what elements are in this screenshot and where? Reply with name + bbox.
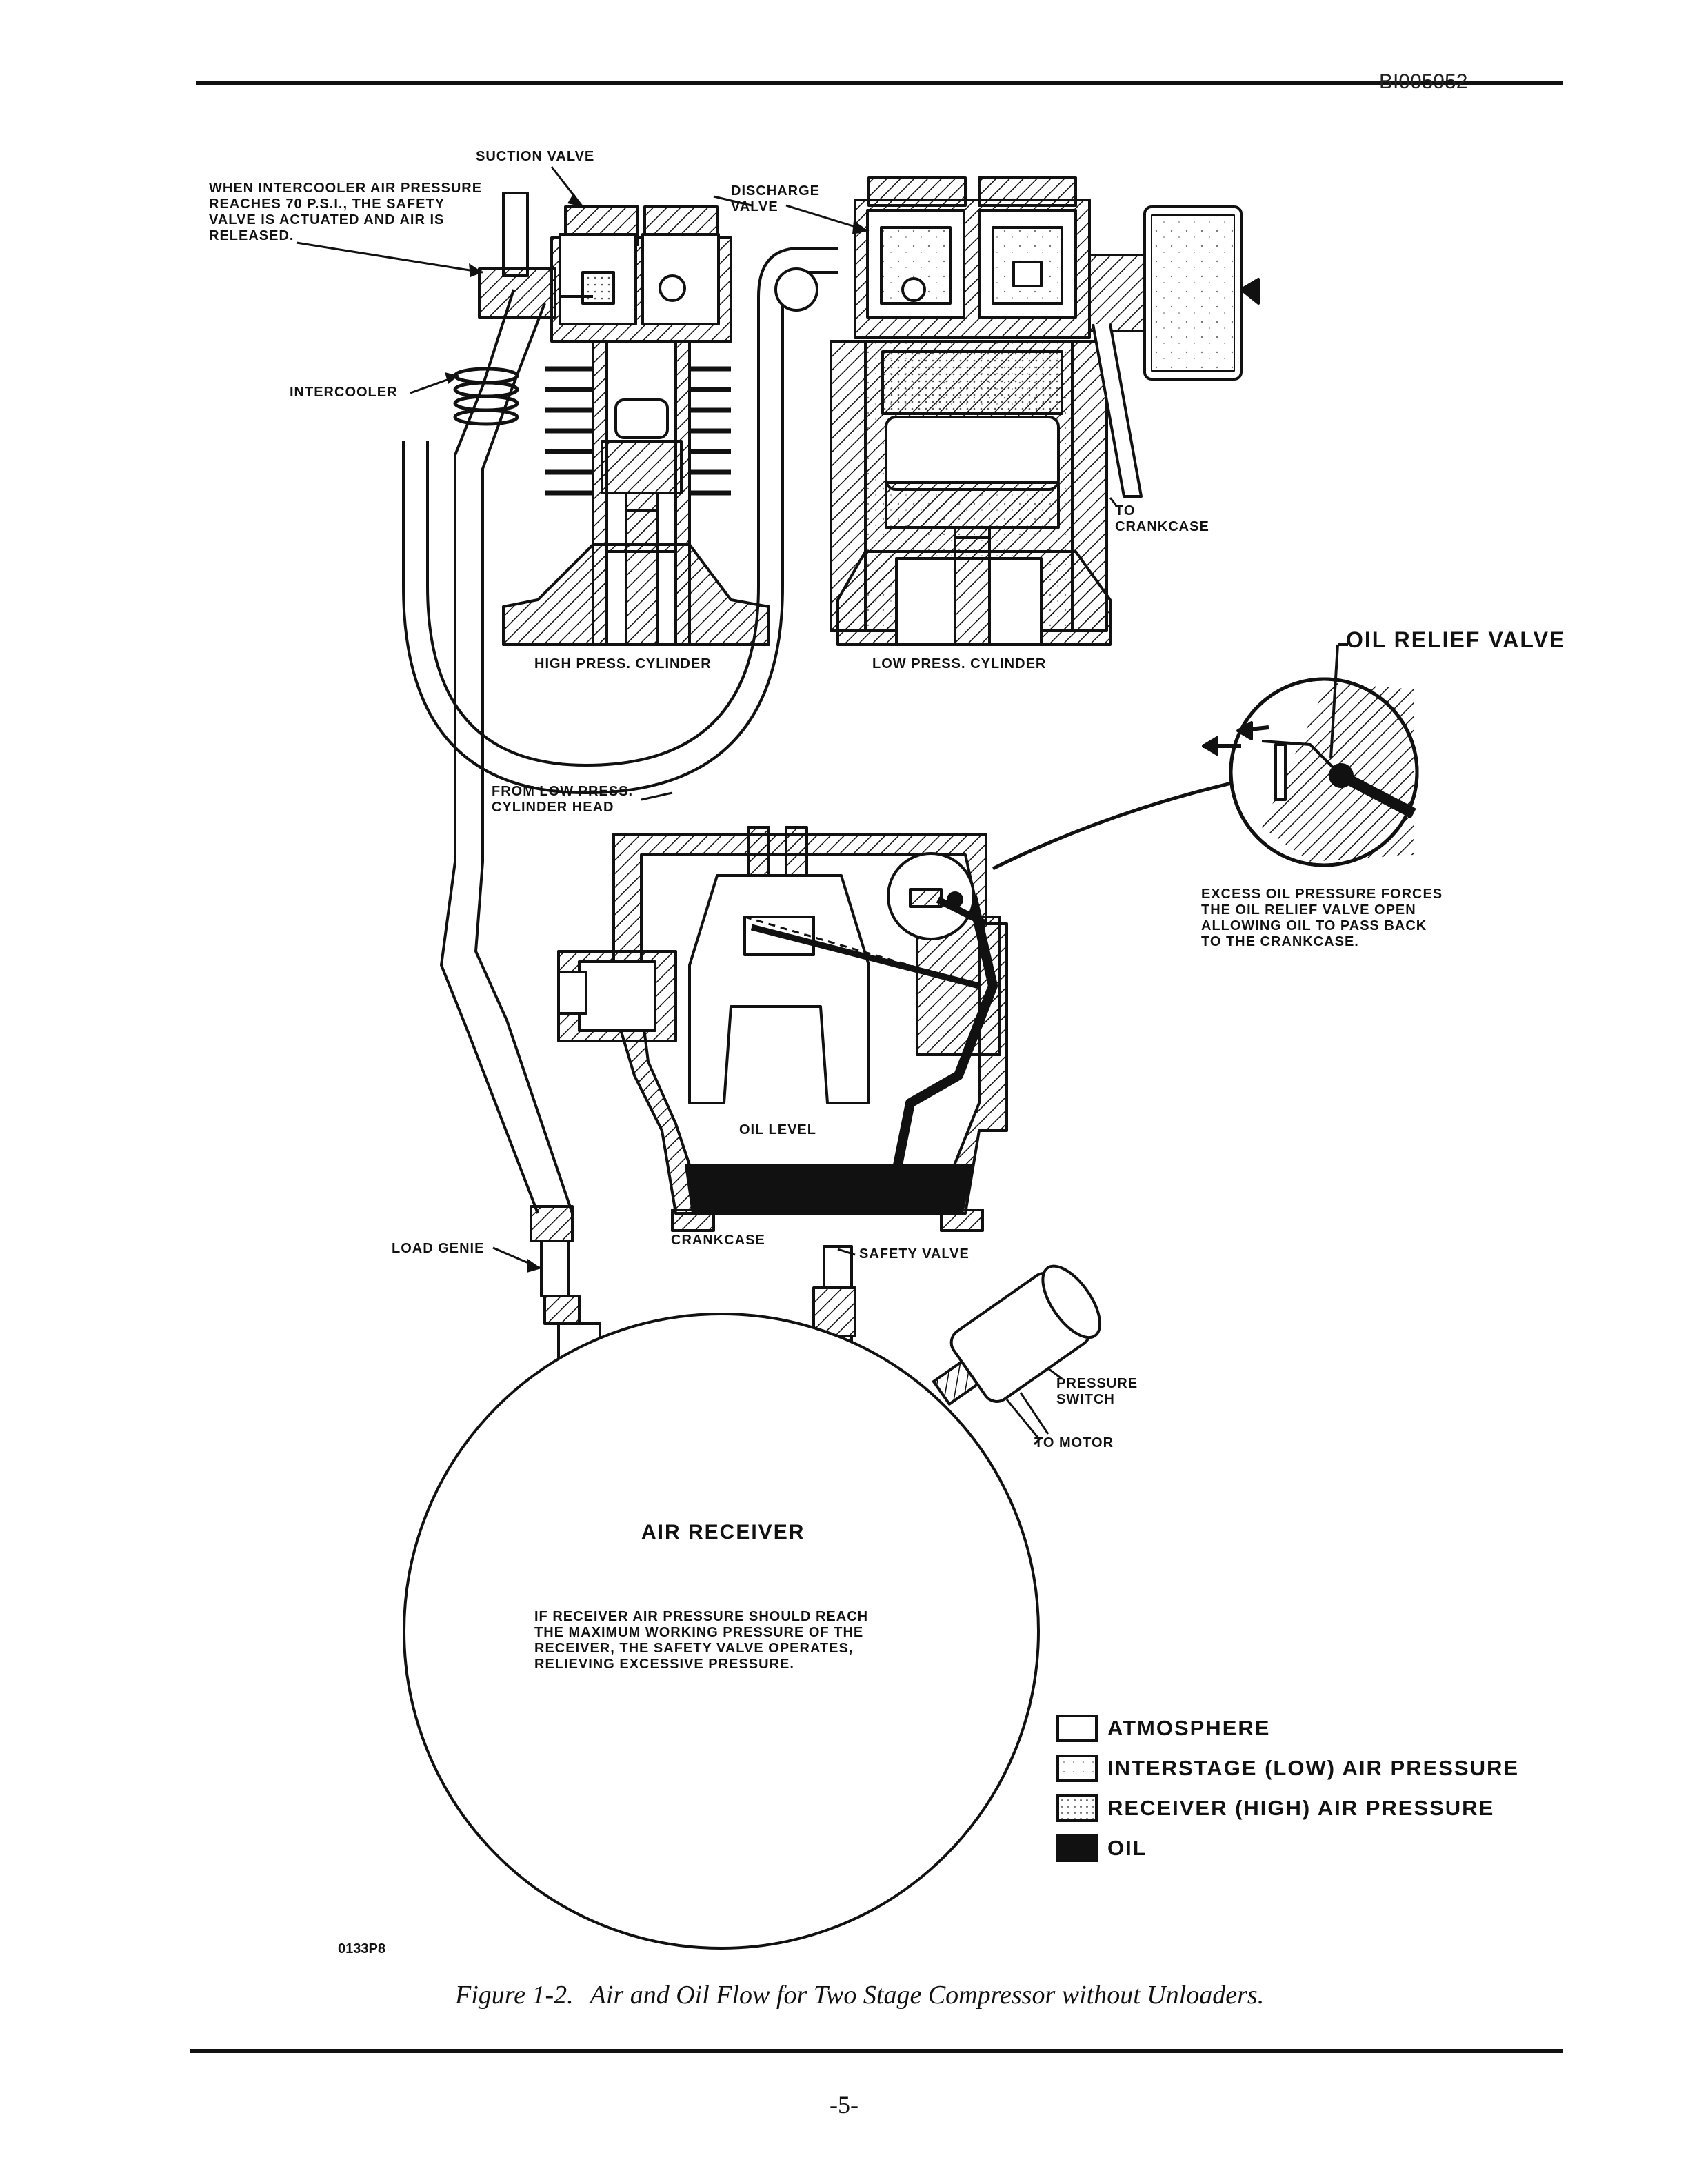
high-pressure-cylinder <box>502 205 770 646</box>
suction-valve-label: SUCTION VALVE <box>476 149 595 164</box>
safety-valve-label: SAFETY VALVE <box>859 1246 969 1262</box>
to-crankcase-label: TO CRANKCASE <box>1115 503 1209 534</box>
legend-label: INTERSTAGE (LOW) AIR PRESSURE <box>1107 1756 1520 1780</box>
figure-caption: Figure 1-2. Air and Oil Flow for Two Stag… <box>455 1980 1352 2010</box>
legend-swatch-plain <box>1056 1715 1098 1742</box>
intercooler-safety-note: WHEN INTERCOOLER AIR PRESSURE REACHES 70… <box>209 181 483 243</box>
legend-swatch-light-dots <box>1056 1755 1098 1782</box>
legend-item-interstage: INTERSTAGE (LOW) AIR PRESSURE <box>1056 1748 1519 1788</box>
from-low-press-label: FROM LOW PRESS. CYLINDER HEAD <box>492 784 633 815</box>
oil-relief-valve-detail <box>1202 643 1419 867</box>
discharge-valve-label: DISCHARGE VALVE <box>731 183 821 214</box>
intercooler-pipe <box>440 289 539 1214</box>
pressure-switch <box>932 1264 1102 1438</box>
receiver-safety-note: IF RECEIVER AIR PRESSURE SHOULD REACH TH… <box>534 1609 869 1672</box>
legend-label: ATMOSPHERE <box>1107 1716 1271 1740</box>
transfer-tube <box>426 247 838 767</box>
to-motor-label: TO MOTOR <box>1034 1435 1114 1450</box>
crankcase-label: CRANKCASE <box>671 1233 765 1248</box>
low-press-cylinder-label: LOW PRESS. CYLINDER <box>872 656 1047 671</box>
oil-sump <box>685 1164 974 1215</box>
bottom-rule <box>190 2049 1563 2053</box>
legend-item-receiver: RECEIVER (HIGH) AIR PRESSURE <box>1056 1788 1519 1828</box>
page-number: -5- <box>830 2091 858 2119</box>
figure-reference-code: 0133P8 <box>338 1941 385 1957</box>
legend-swatch-dense-dots <box>1056 1794 1098 1822</box>
air-receiver-tank <box>403 1313 1040 1950</box>
figure-number: Figure 1-2. <box>455 1981 574 2010</box>
pressure-switch-label: PRESSURE SWITCH <box>1056 1376 1138 1407</box>
legend-item-oil: OIL <box>1056 1828 1519 1868</box>
legend-swatch-solid <box>1056 1834 1098 1862</box>
low-pressure-cylinder <box>830 176 1260 646</box>
top-rule <box>196 81 1563 85</box>
oil-level-label: OIL LEVEL <box>739 1122 816 1138</box>
legend-label: RECEIVER (HIGH) AIR PRESSURE <box>1107 1796 1495 1820</box>
legend-item-atmosphere: ATMOSPHERE <box>1056 1708 1519 1748</box>
crankcase <box>557 826 1008 1232</box>
legend-label: OIL <box>1107 1836 1147 1860</box>
oil-relief-note: EXCESS OIL PRESSURE FORCES THE OIL RELIE… <box>1201 887 1443 949</box>
document-id: BI005952 <box>1379 70 1468 93</box>
intercooler-label: INTERCOOLER <box>290 385 398 400</box>
figure-title: Air and Oil Flow for Two Stage Compresso… <box>590 1981 1265 2010</box>
load-genie-label: LOAD GENIE <box>392 1241 485 1256</box>
air-receiver-title: AIR RECEIVER <box>641 1521 805 1544</box>
oil-relief-valve-title: OIL RELIEF VALVE <box>1346 627 1566 652</box>
load-genie <box>530 1205 601 1359</box>
high-press-cylinder-label: HIGH PRESS. CYLINDER <box>534 656 712 671</box>
legend: ATMOSPHERE INTERSTAGE (LOW) AIR PRESSURE… <box>1056 1708 1519 1868</box>
